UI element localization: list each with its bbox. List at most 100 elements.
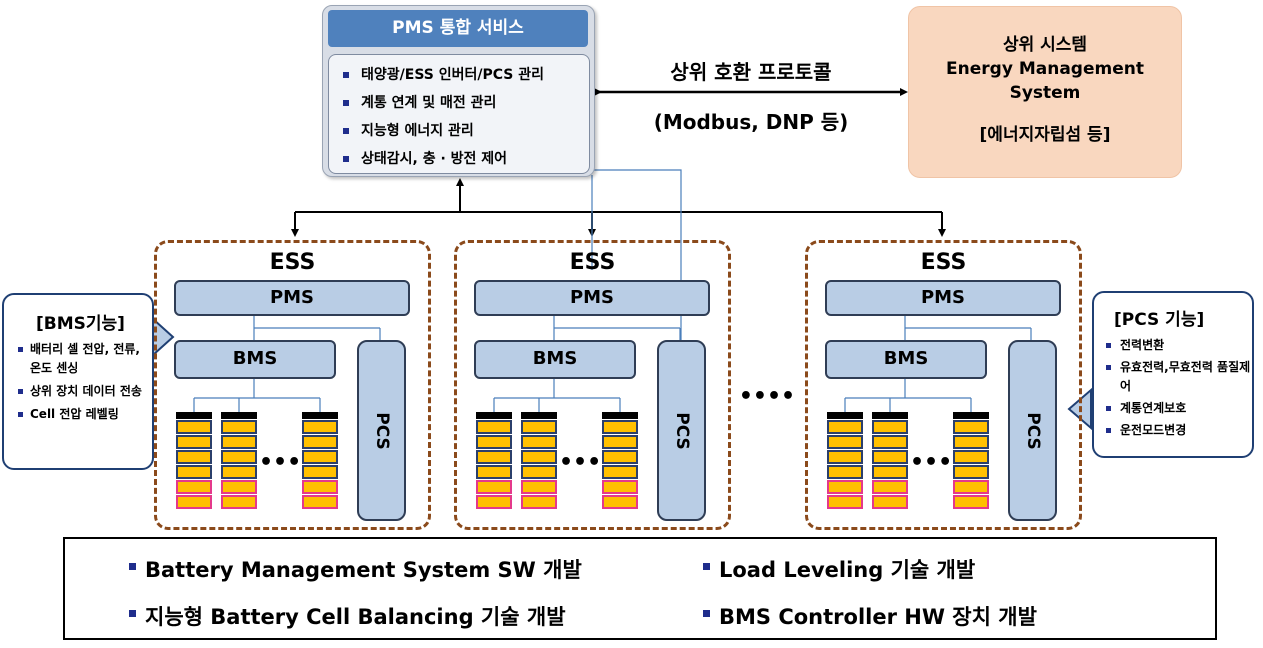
ess-bms-block: BMS: [474, 340, 636, 379]
battery-cell: [176, 450, 212, 464]
battery-cell: [221, 435, 257, 449]
battery-cell: [827, 420, 863, 434]
battery-cell: [953, 465, 989, 479]
battery-cell: [302, 495, 338, 509]
battery-cell: [953, 480, 989, 494]
battery-stack-icon: [521, 412, 557, 509]
bullet-icon: [703, 563, 710, 570]
pcs-callout-item: 계통연계보호: [1104, 399, 1254, 418]
protocol-subtitle: (Modbus, DNP 등): [653, 110, 849, 134]
ess-title: ESS: [269, 250, 316, 275]
battery-cell: [302, 420, 338, 434]
battery-ellipsis: •••: [259, 450, 302, 475]
battery-cap: [602, 412, 638, 419]
bms-function-callout: [BMS기능] 배터리 셀 전압, 전류, 온도 센싱 상위 장치 데이터 전송…: [2, 293, 154, 470]
pcs-callout-item: 운전모드변경: [1104, 421, 1254, 440]
bullet-icon: [1106, 365, 1111, 370]
ess-container: [805, 240, 1082, 530]
battery-cell: [476, 435, 512, 449]
ess-pcs-label: PCS: [371, 411, 392, 450]
pms-service-title: PMS 통합 서비스: [328, 10, 588, 47]
ess-title: ESS: [569, 250, 616, 275]
pcs-callout-item-label: 전력변환: [1120, 338, 1165, 352]
pms-service-item: 태양광/ESS 인버터/PCS 관리: [343, 61, 589, 89]
battery-cell: [872, 495, 908, 509]
battery-cell: [176, 480, 212, 494]
battery-cap: [872, 412, 908, 419]
bullet-icon: [18, 347, 23, 352]
pms-service-item: 지능형 에너지 관리: [343, 117, 589, 145]
bullet-icon: [18, 412, 23, 417]
battery-cell: [827, 435, 863, 449]
pcs-callout-item: 전력변환: [1104, 336, 1254, 355]
pcs-callout-item-label: 운전모드변경: [1120, 423, 1187, 437]
ess-container: [454, 240, 731, 530]
battery-stack-icon: [827, 412, 863, 509]
ess-container: [154, 240, 431, 530]
battery-cell: [953, 450, 989, 464]
bullet-icon: [129, 610, 136, 617]
battery-cell: [476, 495, 512, 509]
pcs-callout-title: [PCS 기능]: [1114, 310, 1205, 330]
pms-service-item-label: 지능형 에너지 관리: [361, 123, 474, 139]
bms-callout-item: 상위 장치 데이터 전송: [16, 382, 148, 401]
bms-callout-title: [BMS기능]: [36, 314, 125, 334]
bms-callout-item-label: Cell 전압 레벨링: [30, 407, 119, 421]
ess-pcs-label: PCS: [671, 411, 692, 450]
battery-cell: [872, 480, 908, 494]
bullet-icon: [343, 156, 349, 162]
pms-service-item-label: 계통 연계 및 매전 관리: [361, 95, 497, 111]
battery-stack-icon: [602, 412, 638, 509]
goal-item: 지능형 Battery Cell Balancing 기술 개발: [129, 601, 566, 631]
bullet-icon: [1106, 428, 1111, 433]
pms-service-item: 상태감시, 충 · 방전 제어: [343, 145, 589, 173]
ess-bms-block: BMS: [825, 340, 987, 379]
upper-system-box: 상위 시스템 Energy Management System [에너지자립섬 …: [908, 6, 1182, 178]
battery-cap: [302, 412, 338, 419]
battery-cell: [176, 420, 212, 434]
battery-cell: [953, 435, 989, 449]
goal-label: Load Leveling 기술 개발: [719, 558, 976, 582]
battery-cell: [521, 420, 557, 434]
protocol-title: 상위 호환 프로토콜: [670, 60, 832, 84]
ess-pcs-block: PCS: [357, 340, 406, 521]
battery-cell: [521, 480, 557, 494]
pcs-function-callout: [PCS 기능] 전력변환 유효전력,무효전력 품질제어 계통연계보호 운전모드…: [1092, 291, 1254, 458]
battery-cell: [221, 465, 257, 479]
battery-cap: [176, 412, 212, 419]
goal-label: Battery Management System SW 개발: [145, 558, 582, 582]
ess-bms-block: BMS: [174, 340, 336, 379]
battery-cap: [953, 412, 989, 419]
bullet-icon: [703, 610, 710, 617]
bullet-icon: [129, 563, 136, 570]
pms-service-item: 계통 연계 및 매전 관리: [343, 89, 589, 117]
battery-cell: [521, 450, 557, 464]
between-ess-ellipsis: ••••: [738, 384, 796, 409]
bms-callout-item-label: 배터리 셀 전압, 전류, 온도 센싱: [30, 342, 140, 375]
battery-stack-icon: [953, 412, 989, 509]
battery-cell: [953, 420, 989, 434]
battery-cap: [476, 412, 512, 419]
bullet-icon: [343, 72, 349, 78]
battery-cell: [827, 465, 863, 479]
goal-item: BMS Controller HW 장치 개발: [703, 601, 1037, 631]
battery-cell: [602, 465, 638, 479]
battery-cell: [827, 480, 863, 494]
pms-service-item-label: 태양광/ESS 인버터/PCS 관리: [361, 67, 544, 83]
goal-label: BMS Controller HW 장치 개발: [719, 605, 1037, 629]
battery-stack-icon: [176, 412, 212, 509]
battery-cell: [302, 465, 338, 479]
battery-cell: [476, 420, 512, 434]
battery-cell: [602, 420, 638, 434]
upper-system-line4: [에너지자립섬 등]: [979, 125, 1111, 145]
bms-callout-item: Cell 전압 레벨링: [16, 405, 148, 424]
bullet-icon: [1106, 406, 1111, 411]
battery-cell: [221, 495, 257, 509]
battery-cell: [302, 435, 338, 449]
battery-stack-icon: [476, 412, 512, 509]
bms-callout-item-label: 상위 장치 데이터 전송: [30, 384, 142, 398]
ess-pcs-block: PCS: [1008, 340, 1057, 521]
battery-cell: [521, 435, 557, 449]
bullet-icon: [343, 128, 349, 134]
pcs-callout-item-label: 유효전력,무효전력 품질제어: [1120, 360, 1251, 393]
